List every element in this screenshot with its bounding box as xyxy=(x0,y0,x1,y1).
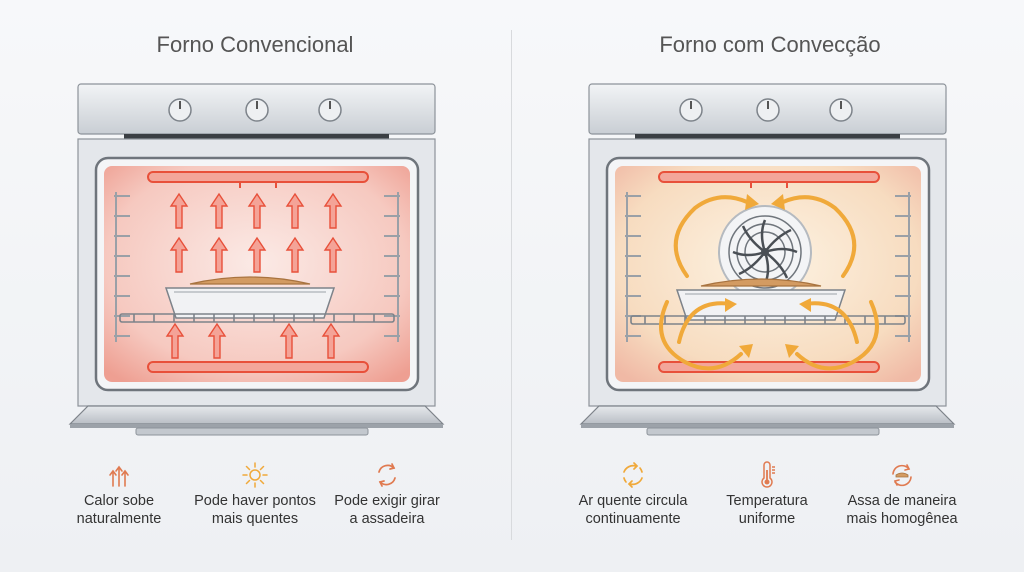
feature-label: Calor sobe naturalmente xyxy=(76,493,162,527)
control-knob xyxy=(829,98,853,122)
feature-label: Pode exigir girar a assadeira xyxy=(334,493,440,527)
thermometer-icon xyxy=(761,461,775,488)
door-edge xyxy=(70,424,443,428)
control-knob xyxy=(168,98,192,122)
feature-heat-rises: Calor sobe naturalmente xyxy=(44,460,194,528)
control-knob xyxy=(679,98,703,122)
baking-dish xyxy=(675,278,847,321)
door-edge xyxy=(581,424,954,428)
oven-rack xyxy=(630,315,906,325)
side-rack-left xyxy=(114,192,130,342)
bottom-heating-element xyxy=(147,361,369,373)
feature-hot-spots: Pode haver pontos mais quentes xyxy=(180,460,330,528)
convection-oven-title: Forno com Convecção xyxy=(659,32,881,57)
even-bake-icon xyxy=(892,464,912,487)
feature-label: Assa de maneira mais homogênea xyxy=(846,493,958,527)
center-divider xyxy=(511,30,512,540)
door-handle xyxy=(135,427,369,436)
top-heating-element xyxy=(147,171,369,188)
circulating-air-arrows xyxy=(659,195,879,371)
sun-hotspot-icon xyxy=(242,462,268,488)
rising-heat-arrows xyxy=(165,192,343,359)
oven-door xyxy=(68,405,445,425)
convection-oven-illustration xyxy=(579,83,956,436)
top-heating-element xyxy=(658,171,880,188)
circulating-air-icon xyxy=(623,462,643,488)
vent-slot xyxy=(635,134,900,139)
conventional-oven-title: Forno Convencional xyxy=(156,32,354,57)
control-knob xyxy=(756,98,780,122)
control-knob xyxy=(245,98,269,122)
door-handle xyxy=(646,427,880,436)
baking-dish xyxy=(164,276,336,319)
feature-label: Temperatura uniforme xyxy=(726,493,808,527)
vent-slot xyxy=(124,134,389,139)
control-knob xyxy=(318,98,342,122)
feature-uniform-temperature: Temperatura uniforme xyxy=(692,460,842,528)
feature-air-circulates: Ar quente circula continuamente xyxy=(558,460,708,528)
oven-door xyxy=(579,405,956,425)
side-rack-right xyxy=(384,192,400,342)
air-arrowheads xyxy=(725,194,811,358)
feature-even-baking: Assa de maneira mais homogênea xyxy=(827,460,977,528)
rotate-arrows-icon xyxy=(378,463,396,487)
oven-rack xyxy=(119,313,395,323)
feature-label: Pode haver pontos mais quentes xyxy=(194,493,316,527)
feature-rotate-pan: Pode exigir girar a assadeira xyxy=(312,460,462,528)
conventional-oven-illustration xyxy=(68,83,445,436)
feature-label: Ar quente circula continuamente xyxy=(578,493,688,527)
rising-heat-icon xyxy=(109,465,129,487)
